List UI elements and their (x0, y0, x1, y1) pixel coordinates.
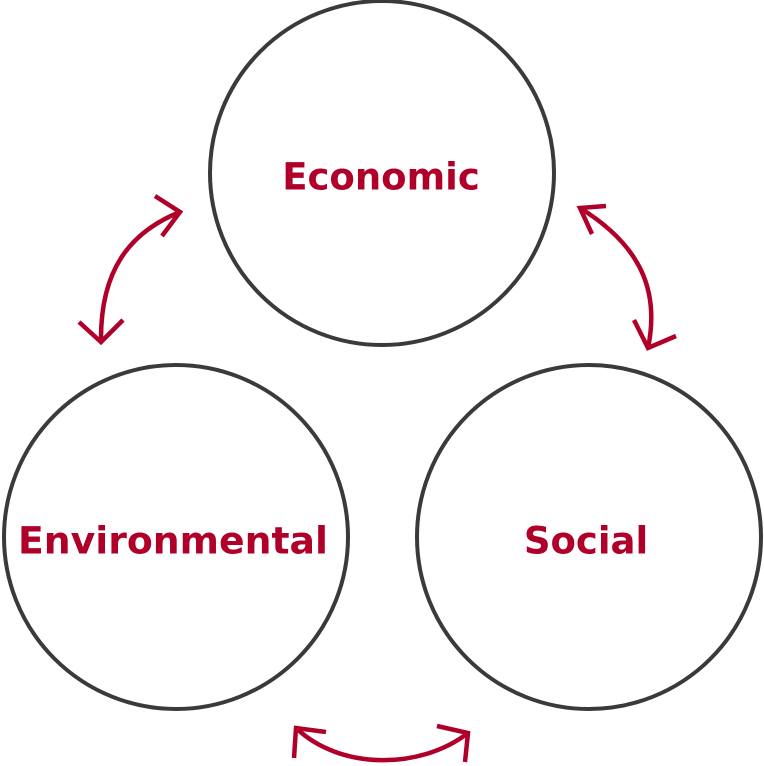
environmental-label: Environmental (18, 520, 328, 563)
arrowhead-icon (291, 725, 327, 759)
economic-environmental-arrow (77, 194, 184, 346)
environmental-circle (2, 363, 350, 711)
economic-circle (208, 0, 556, 347)
arc-path (294, 726, 470, 763)
arc-path (98, 209, 181, 343)
arrowhead-icon (436, 723, 471, 763)
arrowhead-icon (153, 194, 184, 238)
economic-social-arrow (576, 203, 677, 351)
arrowhead-icon (631, 318, 677, 351)
arrowhead-icon (77, 318, 125, 346)
environmental-social-arrow (291, 723, 471, 763)
arc-path (578, 206, 654, 349)
arrowhead-icon (576, 203, 607, 235)
social-label: Social (524, 520, 648, 563)
social-circle (415, 363, 763, 711)
economic-label: Economic (282, 156, 480, 199)
